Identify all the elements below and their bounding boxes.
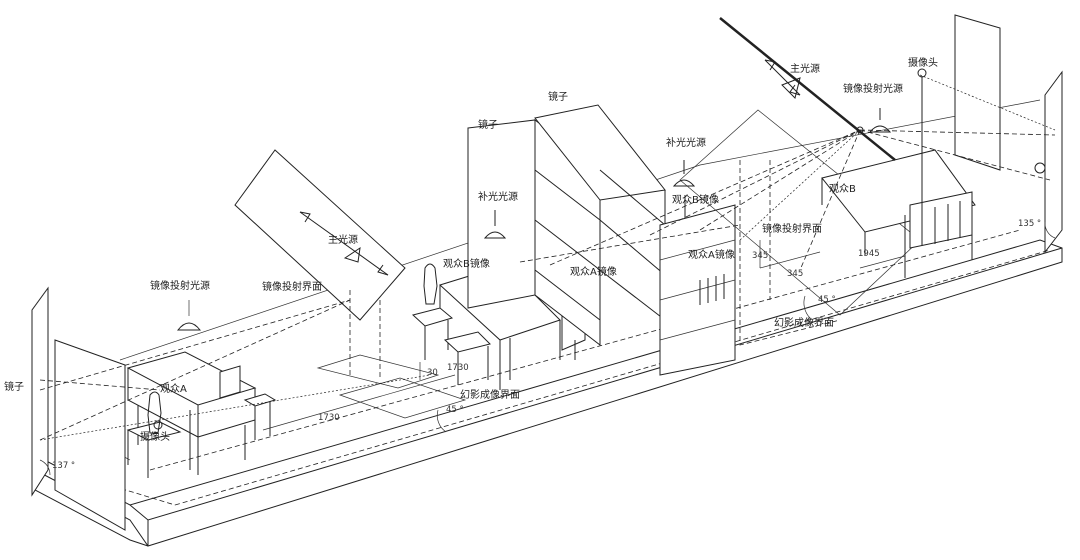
label-camera-right: 摄像头 [908,56,938,69]
label-phantom-plane-left: 幻影成像界面 [460,388,520,401]
label-audience-a: 观众A [160,383,187,395]
dim-45-right: 45 ° [818,295,836,305]
label-mirror-top: 镜子 [548,90,568,103]
dim-135: 135 ° [1018,219,1041,229]
label-audience-b-image: 观众B镜像 [443,257,490,270]
label-fill-light-right: 补光光源 [666,136,706,149]
label-phantom-plane-right: 幻影成像界面 [774,316,834,329]
label-audience-b: 观众B [829,183,856,195]
label-mirror-plane-right: 镜像投射界面 [762,222,822,235]
dim-345: 345 [752,251,768,261]
label-mirror-light-right: 镜像投射光源 [843,82,903,95]
label-mirror-plane-left: 镜像投射界面 [262,280,322,293]
dim-1945: 1945 [858,249,880,259]
label-audience-a-image: 观众A镜像 [570,265,617,278]
dim-1730: 1730 [318,413,340,423]
label-mirror-left: 镜子 [4,380,24,393]
dim-1730b: 1730 [447,363,469,373]
dim-30: 30 [427,368,438,378]
left-projection-box [234,149,406,321]
label-audience-a-image-mid: 观众A镜像 [688,248,735,261]
ray-lines [39,74,1056,441]
table-audience-b [821,149,976,278]
label-camera-left: 摄像头 [140,430,170,443]
top-diagonal-mirror [719,17,896,161]
right-shelf [659,204,736,376]
dim-45-left: 45 ° [446,405,464,415]
label-mirror-light-left: 镜像投射光源 [150,279,210,292]
table-audience-a [126,351,277,478]
dimension-labels: 1730 1730 30 45 ° 45 ° 345 345 1945 137 … [52,219,1041,471]
dim-345b: 345 [787,269,803,279]
lights [176,108,892,331]
label-audience-b-image-right: 观众B镜像 [672,193,719,206]
text-labels: 主光源 主光源 镜像投射光源 镜像投射光源 镜像投射界面 镜像投射界面 补光光源… [4,56,938,443]
center-mirror [467,104,686,370]
label-mirror-mid: 镜子 [478,118,498,131]
label-fill-light-left: 补光光源 [478,190,518,203]
label-main-light-right: 主光源 [790,62,820,75]
left-floor-planes [316,290,467,419]
dim-137: 137 ° [52,461,75,471]
label-main-light-left: 主光源 [328,233,358,246]
far-right-panels [917,14,1063,254]
left-mirror-panel [31,286,126,531]
dimension-marks [39,221,1056,476]
